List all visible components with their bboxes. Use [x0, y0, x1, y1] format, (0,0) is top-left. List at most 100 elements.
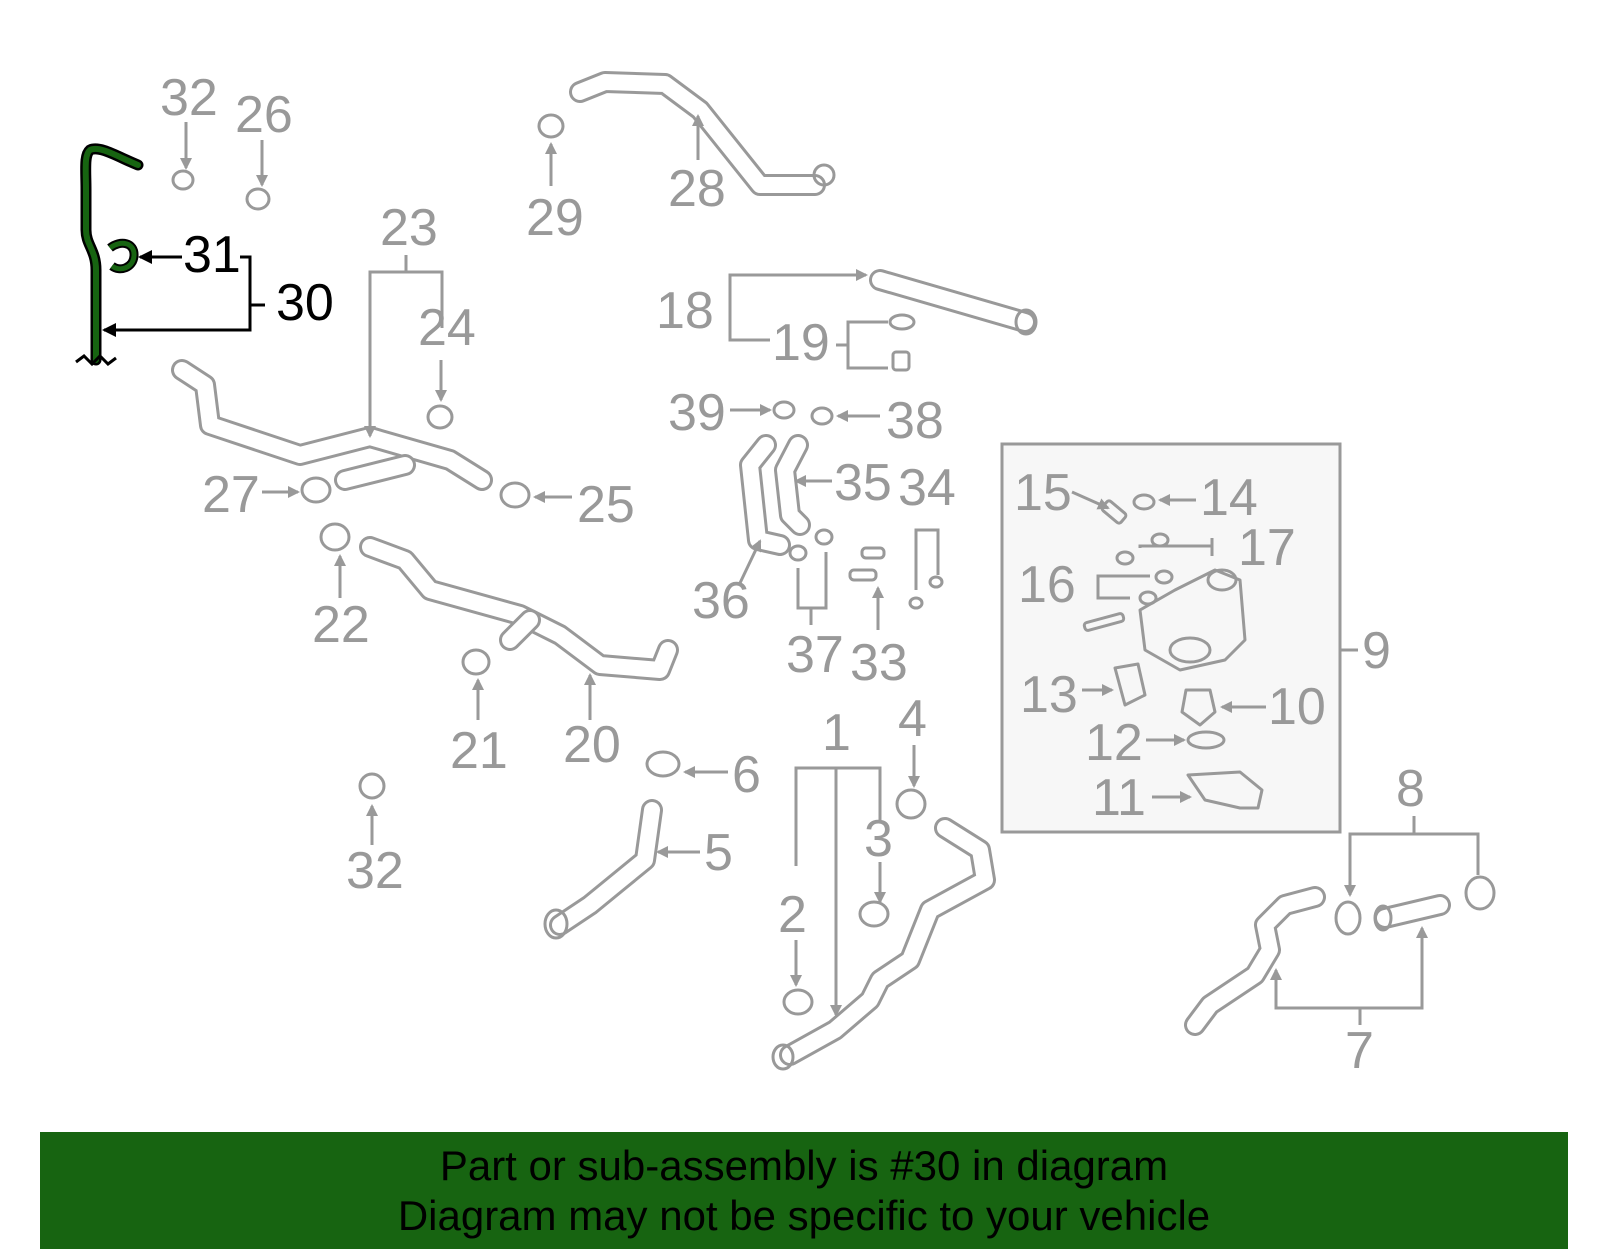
callout-18: 18 [656, 282, 714, 340]
valve-33b [848, 568, 878, 582]
leader-17 [1138, 544, 1212, 548]
callout-7: 7 [1345, 1022, 1374, 1080]
leader-18 [728, 273, 855, 342]
part-36-hose [739, 434, 791, 556]
clamp-37a [788, 544, 808, 562]
part-17a [1150, 532, 1170, 548]
callout-8: 8 [1396, 760, 1425, 818]
callout-1: 1 [822, 704, 851, 762]
oring-34b [928, 575, 944, 589]
callout-14: 14 [1200, 469, 1258, 527]
clamp-8b [1464, 875, 1496, 911]
callout-30: 30 [276, 274, 334, 332]
clamp-8a [1334, 900, 1362, 936]
leader-19 [846, 320, 888, 370]
oring-12 [1186, 730, 1226, 750]
part-1-hose [771, 817, 996, 1071]
bolt-16 [1082, 612, 1126, 632]
banner-line-1: Part or sub-assembly is #30 in diagram [439, 1141, 1169, 1189]
clamp-38 [810, 406, 834, 426]
clamp-37b [814, 528, 834, 546]
clamp-32b [358, 772, 386, 800]
clamp-4 [895, 788, 927, 820]
callout-36: 36 [692, 572, 750, 630]
callout-13: 13 [1020, 666, 1078, 724]
callout-26: 26 [235, 86, 293, 144]
callout-2: 2 [778, 886, 807, 944]
callout-34: 34 [898, 459, 956, 517]
clamp-32 [171, 169, 195, 191]
clamp-29 [537, 113, 565, 139]
group-9-box [1000, 442, 1342, 834]
part-31-clip [107, 238, 139, 274]
part-30-hose [75, 143, 144, 367]
callout-4: 4 [898, 690, 927, 748]
callout-10: 10 [1268, 678, 1326, 736]
clamp-22 [319, 522, 351, 552]
leader-36 [738, 539, 762, 584]
part-18-pipe [869, 269, 1038, 336]
gasket-13 [1113, 662, 1147, 707]
part-28-hose [569, 71, 836, 196]
callout-37: 37 [786, 626, 844, 684]
part-17b [1115, 550, 1135, 566]
part-5-hose [543, 799, 663, 940]
callout-32: 32 [160, 69, 218, 127]
info-banner: Part or sub-assembly is #30 in diagram D… [40, 1132, 1568, 1249]
cap-14 [1132, 493, 1156, 511]
callout-32b: 32 [346, 842, 404, 900]
outlet-11 [1186, 770, 1264, 810]
bolt-19 [891, 350, 911, 372]
callout-35: 35 [834, 454, 892, 512]
callout-23: 23 [380, 199, 438, 257]
callout-11: 11 [1092, 769, 1146, 827]
part-7-hose-b [1373, 894, 1451, 932]
callout-9: 9 [1362, 622, 1391, 680]
callout-38: 38 [886, 392, 944, 450]
callout-29: 29 [526, 189, 584, 247]
leader-34 [914, 528, 940, 590]
callout-24: 24 [418, 299, 476, 357]
clamp-21 [461, 648, 491, 676]
callout-28: 28 [668, 160, 726, 218]
leader-8 [1348, 832, 1480, 890]
callout-17: 17 [1238, 519, 1296, 577]
part-7-hose-a [1184, 886, 1326, 1036]
clamp-39 [772, 400, 796, 420]
clamp-2 [782, 988, 814, 1016]
callout-16: 16 [1018, 556, 1076, 614]
banner-line-2: Diagram may not be specific to your vehi… [397, 1191, 1211, 1239]
oring-16a [1154, 569, 1174, 585]
leader-7 [1274, 930, 1424, 1010]
callout-6: 6 [732, 746, 761, 804]
thermostat-10 [1180, 688, 1217, 727]
callout-15: 15 [1014, 464, 1072, 522]
part-23-hose [171, 359, 493, 491]
part-35-hose [774, 434, 811, 536]
washer-19 [888, 313, 916, 331]
leader-1 [794, 766, 882, 866]
callout-3: 3 [864, 810, 893, 868]
valve-33a [860, 546, 886, 560]
clamp-24 [426, 404, 454, 430]
leader-31 [102, 250, 265, 337]
oring-34a [908, 596, 924, 610]
callout-31: 31 [183, 226, 241, 284]
clamp-27 [300, 476, 332, 504]
clamp-25 [499, 481, 531, 509]
callout-39: 39 [668, 384, 726, 442]
callout-19: 19 [772, 314, 830, 372]
callout-21: 21 [450, 722, 508, 780]
part-20-hose [359, 536, 679, 681]
callout-22: 22 [312, 596, 370, 654]
part-9-housing [1138, 568, 1247, 672]
oring-16b [1138, 590, 1158, 606]
callout-27: 27 [202, 466, 260, 524]
sensor-15 [1100, 499, 1128, 525]
callout-5: 5 [704, 824, 733, 882]
clamp-6 [645, 750, 681, 778]
callout-25: 25 [577, 476, 635, 534]
leader-16 [1096, 574, 1150, 600]
clamp-26 [245, 187, 271, 211]
